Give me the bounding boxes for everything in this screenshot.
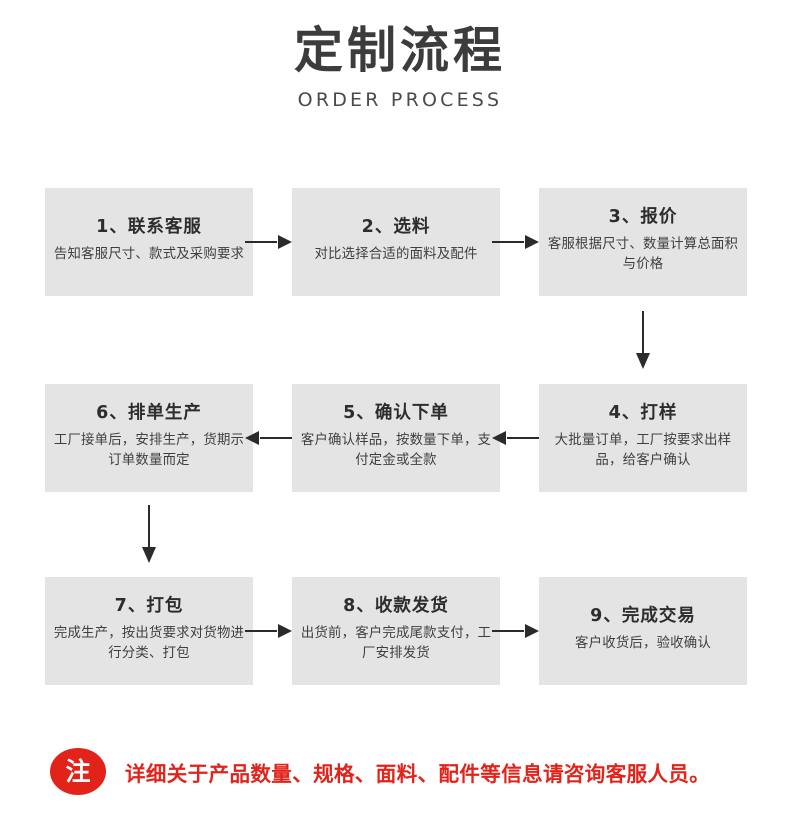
arrow-down-icon xyxy=(636,311,650,369)
flow-step-7: 7、打包 完成生产，按出货要求对货物进行分类、打包 xyxy=(45,577,253,685)
flow-step-title: 9、完成交易 xyxy=(590,606,696,627)
flow-step-4: 4、打样 大批量订单，工厂按要求出样品，给客户确认 xyxy=(539,384,747,492)
flow-step-8: 8、收款发货 出货前，客户完成尾款支付，工厂安排发货 xyxy=(292,577,500,685)
flow-connector-row-1 xyxy=(45,296,747,384)
flow-row-3: 7、打包 完成生产，按出货要求对货物进行分类、打包 8、收款发货 出货前，客户完… xyxy=(45,577,747,685)
footer-note: 注 详细关于产品数量、规格、面料、配件等信息请咨询客服人员。 xyxy=(50,748,760,795)
arrow-right-icon xyxy=(245,624,292,638)
flow-step-title: 1、联系客服 xyxy=(96,217,202,238)
flow-step-desc: 出货前，客户完成尾款支付，工厂安排发货 xyxy=(300,626,492,661)
page-header: 定制流程 ORDER PROCESS xyxy=(0,22,800,111)
note-badge-icon: 注 xyxy=(50,748,106,795)
flow-step-9: 9、完成交易 客户收货后，验收确认 xyxy=(539,577,747,685)
flow-step-desc: 客户确认样品，按数量下单，支付定金或全款 xyxy=(300,433,492,468)
flow-step-5: 5、确认下单 客户确认样品，按数量下单，支付定金或全款 xyxy=(292,384,500,492)
arrow-left-icon xyxy=(245,431,292,445)
arrow-down-icon xyxy=(142,505,156,563)
flow-row-1: 1、联系客服 告知客服尺寸、款式及采购要求 2、选料 对比选择合适的面料及配件 … xyxy=(45,188,747,296)
flow-step-title: 8、收款发货 xyxy=(343,596,449,617)
page-subtitle: ORDER PROCESS xyxy=(297,88,503,111)
flow-step-title: 7、打包 xyxy=(114,596,184,617)
flow-row-2: 6、排单生产 工厂接单后，安排生产，货期示订单数量而定 5、确认下单 客户确认样… xyxy=(45,384,747,492)
flow-connector-row-2 xyxy=(45,492,747,577)
flow-step-desc: 客服根据尺寸、数量计算总面积与价格 xyxy=(547,237,739,272)
note-text: 详细关于产品数量、规格、面料、配件等信息请咨询客服人员。 xyxy=(125,761,711,786)
flow-step-title: 2、选料 xyxy=(361,217,431,238)
arrow-right-icon xyxy=(492,235,539,249)
flow-step-desc: 完成生产，按出货要求对货物进行分类、打包 xyxy=(53,626,245,661)
arrow-left-icon xyxy=(492,431,539,445)
flow-step-title: 3、报价 xyxy=(608,207,678,228)
arrow-right-icon xyxy=(492,624,539,638)
order-process-flow: 1、联系客服 告知客服尺寸、款式及采购要求 2、选料 对比选择合适的面料及配件 … xyxy=(45,188,747,685)
flow-step-2: 2、选料 对比选择合适的面料及配件 xyxy=(292,188,500,296)
flow-step-1: 1、联系客服 告知客服尺寸、款式及采购要求 xyxy=(45,188,253,296)
arrow-right-icon xyxy=(245,235,292,249)
flow-step-desc: 客户收货后，验收确认 xyxy=(575,636,711,652)
flow-step-desc: 工厂接单后，安排生产，货期示订单数量而定 xyxy=(53,433,245,468)
flow-step-6: 6、排单生产 工厂接单后，安排生产，货期示订单数量而定 xyxy=(45,384,253,492)
flow-step-desc: 告知客服尺寸、款式及采购要求 xyxy=(53,247,245,263)
page-title: 定制流程 xyxy=(293,22,506,79)
flow-step-desc: 对比选择合适的面料及配件 xyxy=(314,247,478,263)
flow-step-title: 6、排单生产 xyxy=(96,403,202,424)
flow-step-title: 4、打样 xyxy=(608,403,678,424)
flow-step-3: 3、报价 客服根据尺寸、数量计算总面积与价格 xyxy=(539,188,747,296)
flow-step-title: 5、确认下单 xyxy=(343,403,449,424)
flow-step-desc: 大批量订单，工厂按要求出样品，给客户确认 xyxy=(554,433,732,468)
